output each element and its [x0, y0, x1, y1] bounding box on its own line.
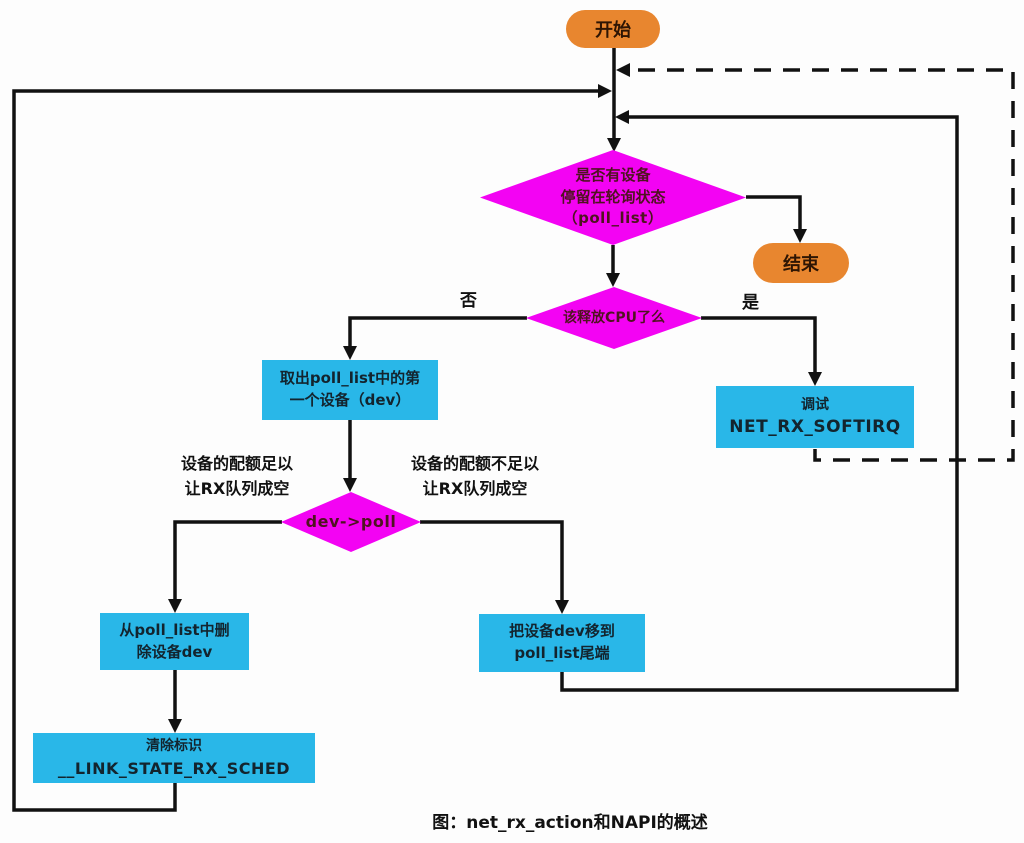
node-start: 开始	[566, 10, 660, 48]
process-take-first-device: 取出poll_list中的第 一个设备（dev）	[262, 360, 438, 420]
arrowhead	[793, 229, 807, 243]
process-line: NET_RX_SOFTIRQ	[729, 416, 901, 437]
process-clear-flag: 清除标识 __LINK_STATE_RX_SCHED	[33, 733, 315, 783]
process-move-device: 把设备dev移到 poll_list尾端	[479, 614, 645, 672]
arrowhead	[555, 600, 569, 614]
edge-move-loop-back	[560, 115, 959, 692]
edge-label-quota-not-enough: 设备的配额不足以 让RX队列成空	[385, 452, 565, 502]
arrowhead	[168, 599, 182, 613]
decision-line: （poll_list）	[562, 209, 664, 228]
label-line: 设备的配额足以	[180, 454, 293, 473]
label-line: 设备的配额不足以	[410, 454, 539, 473]
arrowhead	[598, 84, 612, 98]
process-line: poll_list尾端	[514, 644, 610, 662]
label-line: 让RX队列成空	[184, 478, 290, 498]
edge-label-no: 否	[460, 291, 477, 311]
arrowhead	[343, 346, 357, 360]
decision-label: dev->poll	[305, 512, 397, 532]
process-line: 调试	[801, 396, 829, 413]
decision-label: 该释放CPU了么	[563, 309, 665, 326]
arrowhead	[616, 63, 630, 77]
arrowhead	[343, 478, 357, 492]
edge-label-yes: 是	[742, 293, 759, 313]
edge-softirq-dashed-loop	[628, 68, 1015, 462]
edge-devpoll-right	[420, 520, 564, 604]
process-line: 把设备dev移到	[509, 622, 615, 641]
node-end-label: 结束	[783, 254, 819, 275]
arrowhead	[607, 138, 621, 152]
edge-cpucheck-yes	[701, 316, 817, 376]
process-schedule-softirq: 调试 NET_RX_SOFTIRQ	[716, 386, 914, 448]
edge-label-quota-enough: 设备的配额足以 让RX队列成空	[157, 452, 317, 502]
process-line: 除设备dev	[136, 642, 213, 661]
process-line: 清除标识	[146, 738, 202, 755]
edge-cpucheck-no	[348, 316, 527, 350]
decision-release-cpu: 该释放CPU了么	[526, 287, 702, 349]
decision-line: 停留在轮询状态	[560, 187, 666, 206]
arrowhead	[615, 110, 629, 124]
decision-dev-poll: dev->poll	[281, 492, 421, 552]
process-line: 从poll_list中删	[119, 620, 230, 639]
edge-clear-loop-back	[12, 89, 600, 812]
process-line: 一个设备（dev）	[289, 391, 411, 409]
label-line: 让RX队列成空	[422, 478, 528, 498]
process-line: 取出poll_list中的第	[279, 369, 421, 388]
process-remove-device: 从poll_list中删 除设备dev	[100, 613, 249, 670]
arrowhead	[168, 719, 182, 733]
arrowhead	[606, 273, 620, 287]
process-line: __LINK_STATE_RX_SCHED	[57, 758, 291, 778]
node-start-label: 开始	[595, 20, 631, 41]
arrowhead	[808, 372, 822, 386]
figure-caption: 图：net_rx_action和NAPI的概述	[432, 813, 708, 833]
edge-pollcheck-to-end	[746, 195, 802, 233]
decision-line: 是否有设备	[575, 165, 651, 184]
decision-poll-list-check: 是否有设备 停留在轮询状态 （poll_list）	[480, 150, 746, 245]
edge-devpoll-left	[173, 520, 282, 603]
node-end: 结束	[753, 243, 849, 283]
